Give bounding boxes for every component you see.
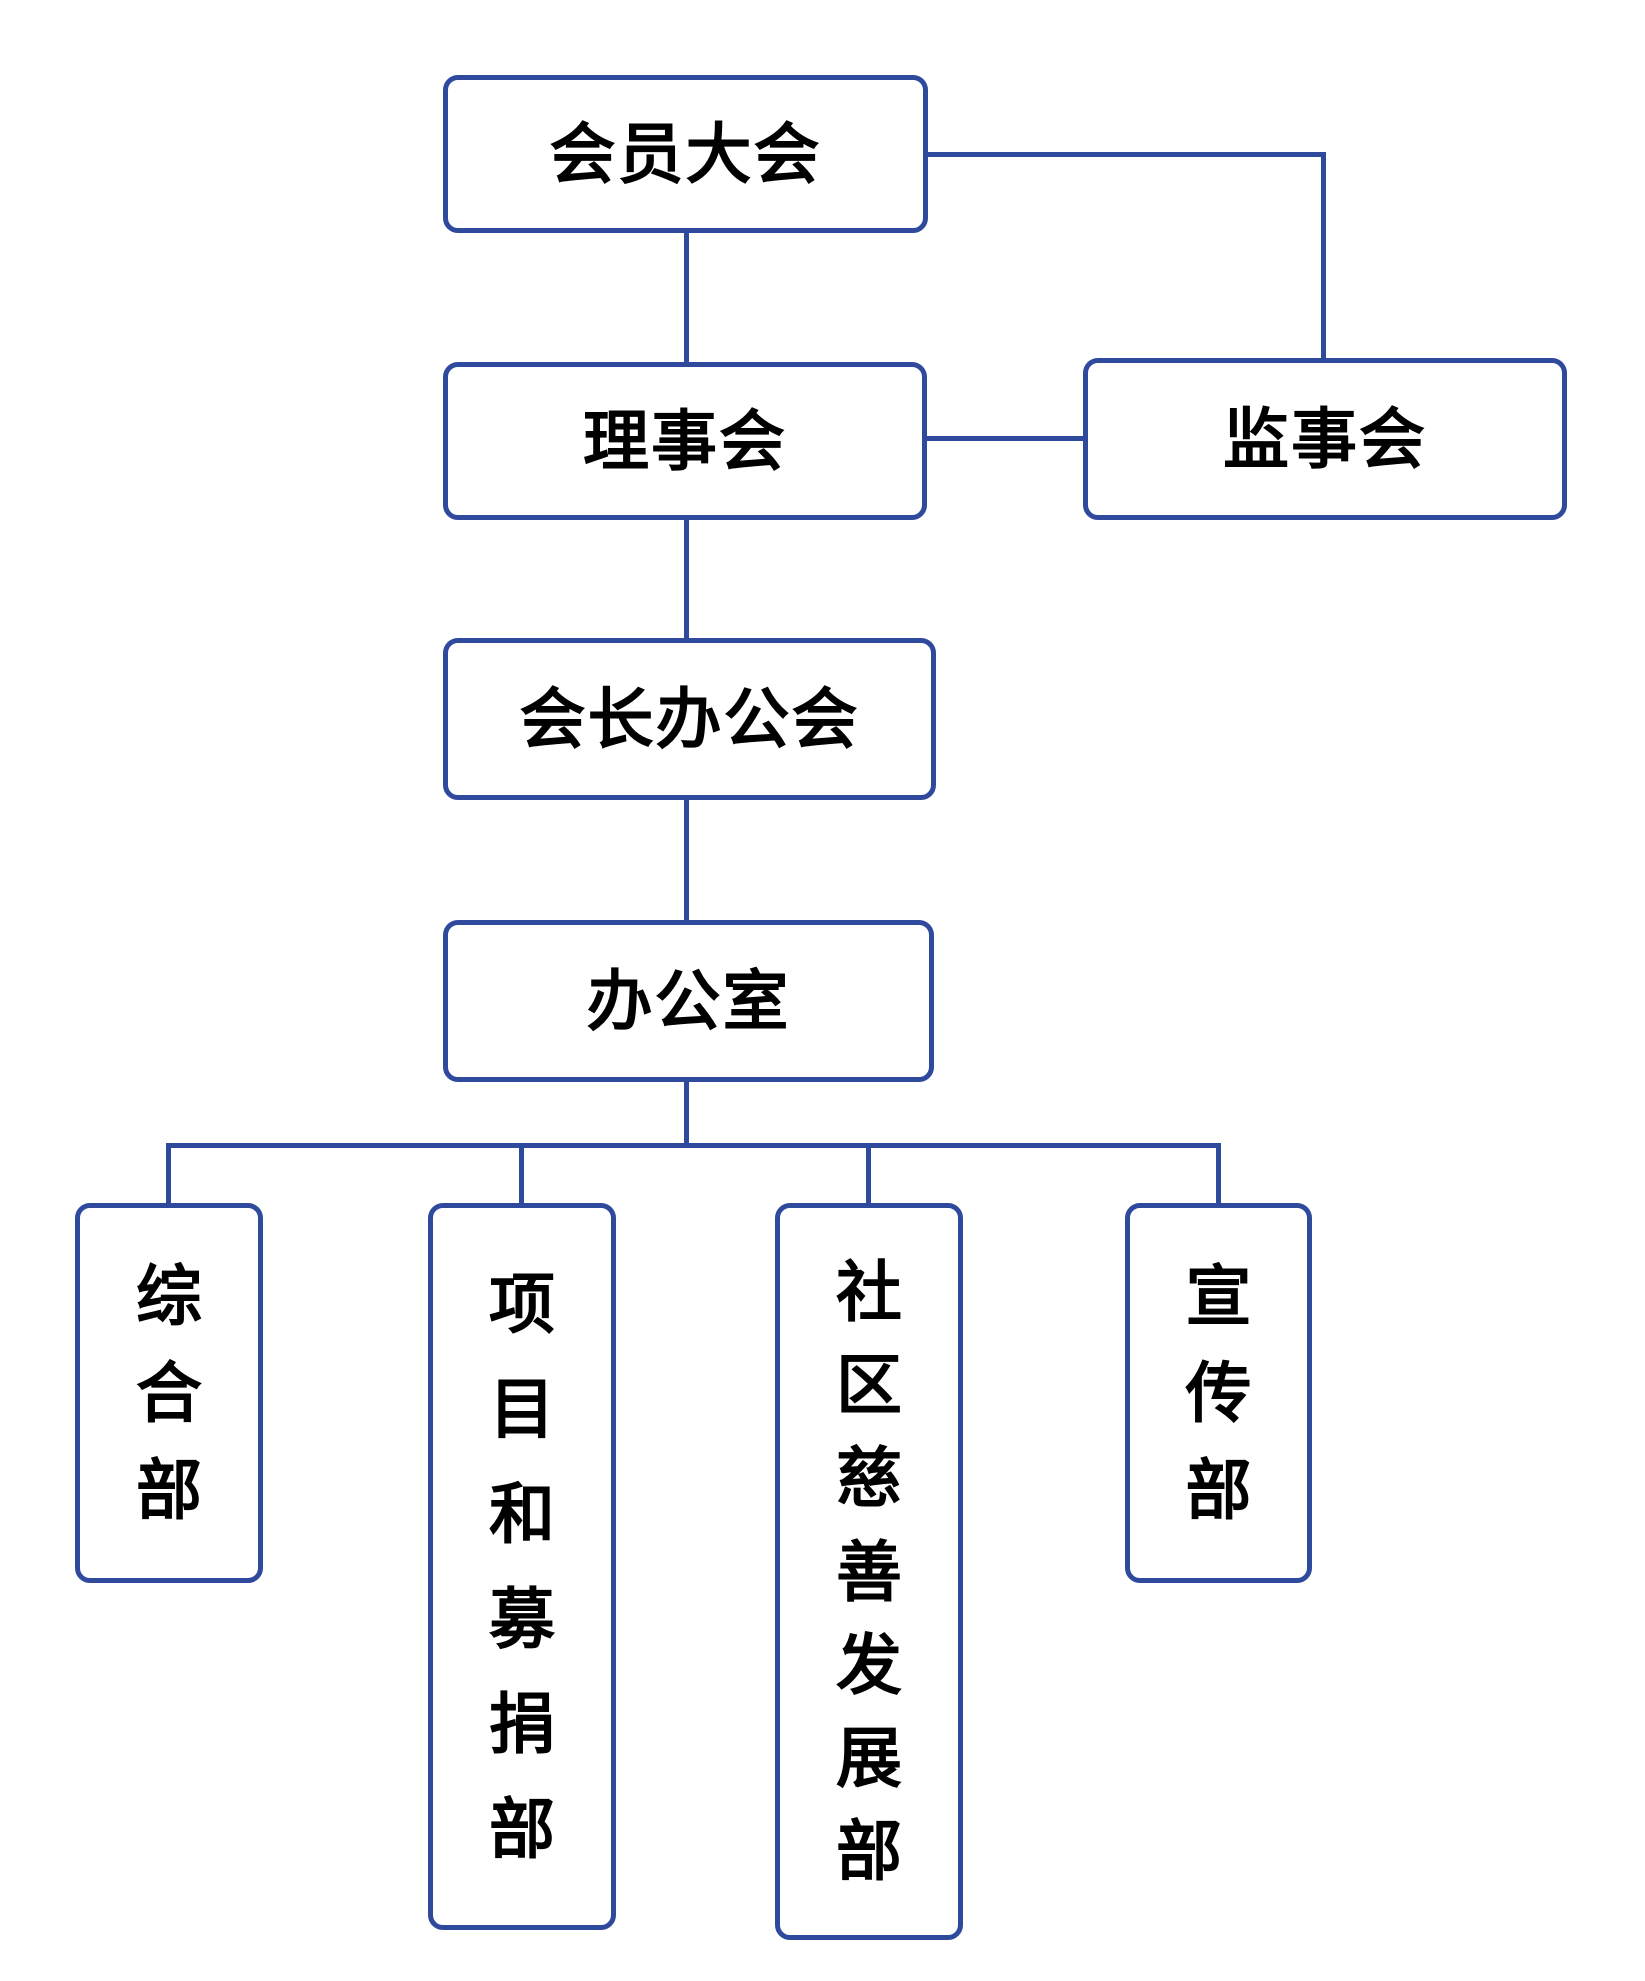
node-supervisory-board-label: 监事会 [1223, 402, 1427, 476]
node-office-label: 办公室 [586, 964, 791, 1038]
node-supervisory-board: 监事会 [1083, 358, 1567, 520]
connector-bus-to-project-dept [519, 1143, 524, 1203]
node-board-of-directors-label: 理事会 [583, 404, 787, 478]
connector-office-to-bus [684, 1082, 689, 1148]
connector-assembly-to-supervisory-v [1321, 152, 1326, 358]
node-president-office-meeting-label: 会长办公会 [519, 682, 860, 756]
node-board-of-directors: 理事会 [443, 362, 927, 520]
connector-assembly-to-supervisory-h [928, 152, 1326, 157]
connector-bus-to-publicity-dept [1216, 1143, 1221, 1203]
node-community-charity-development-department: 社区慈善发展部 [775, 1203, 963, 1940]
connector-bus-to-community-dept [866, 1143, 871, 1203]
node-member-assembly: 会员大会 [443, 75, 928, 233]
node-general-department: 综合部 [75, 1203, 263, 1583]
node-president-office-meeting: 会长办公会 [443, 638, 936, 800]
node-member-assembly-label: 会员大会 [549, 117, 822, 191]
connector-president-office-to-office [684, 800, 689, 920]
connector-assembly-to-board [684, 233, 689, 362]
connector-bus-to-general-dept [166, 1143, 171, 1203]
connector-board-to-supervisory [927, 436, 1083, 441]
node-project-and-fundraising-department: 项目和募捐部 [428, 1203, 616, 1930]
node-publicity-department: 宣传部 [1125, 1203, 1312, 1583]
node-office: 办公室 [443, 920, 934, 1082]
connector-department-bus [166, 1143, 1221, 1148]
connector-board-to-president-office [684, 520, 689, 638]
